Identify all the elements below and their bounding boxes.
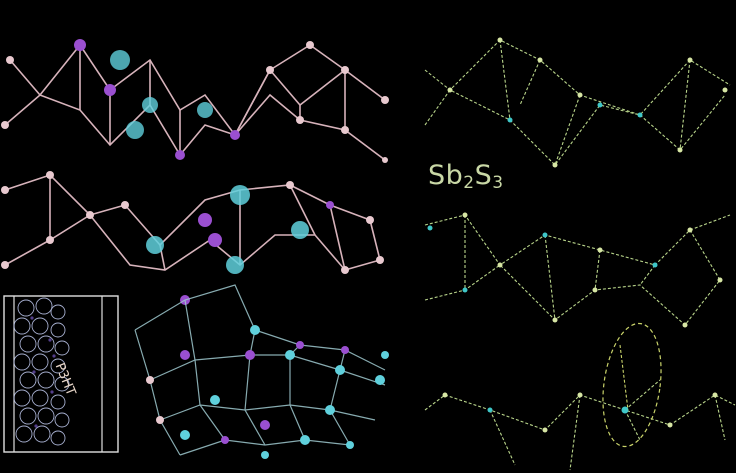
sb2s3-structure-panel <box>424 37 736 471</box>
sb2s3-label: Sb2S3 <box>428 160 504 193</box>
lower-lattice-atoms <box>146 325 389 459</box>
top-ribbon-atoms <box>1 39 389 163</box>
sb2s3-middle-ribbon-nodes <box>427 212 723 328</box>
middle-ribbon <box>4 174 381 271</box>
sb2s3-top-ribbon-nodes <box>447 37 728 168</box>
lower-lattice <box>134 284 386 456</box>
highlight-ellipse <box>602 322 662 448</box>
sb2s3-middle-ribbon <box>424 214 731 326</box>
middle-ribbon-atoms <box>1 171 384 305</box>
p3ht-inset <box>3 295 119 453</box>
sb2s3-top-ribbon <box>424 39 731 166</box>
highlight-bond <box>619 344 629 411</box>
top-ribbon <box>4 43 386 161</box>
sb2s3-bottom-ribbon-nodes <box>442 392 718 433</box>
interface-structure-panel <box>1 39 389 459</box>
